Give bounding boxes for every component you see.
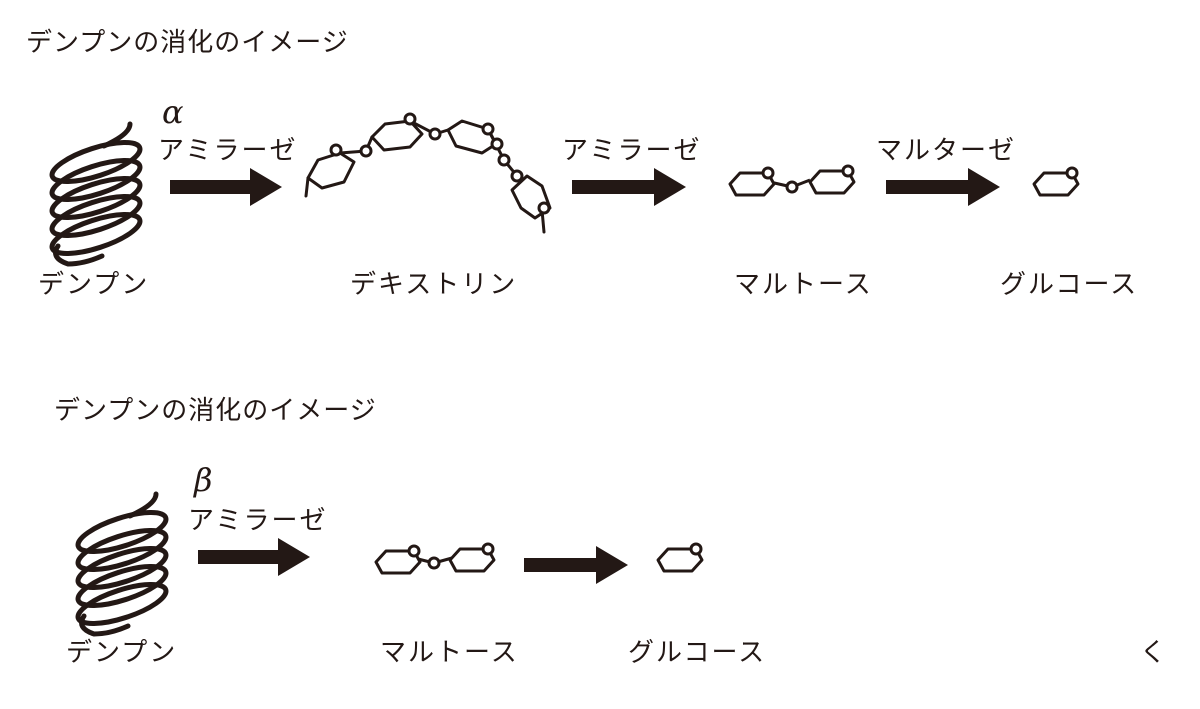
glucose-molecule-2 xyxy=(656,542,704,573)
arrow-2 xyxy=(572,168,686,206)
label-glucose-1: グルコース xyxy=(1000,270,1139,300)
enzyme-maltase: マルターゼ xyxy=(876,136,1017,166)
arrow-4 xyxy=(198,538,310,576)
glucose-molecule-1 xyxy=(1032,166,1080,197)
label-maltose-2: マルトース xyxy=(380,638,519,668)
beta-symbol: β xyxy=(194,461,213,499)
dextrin-bond-dots xyxy=(329,112,551,215)
alpha-symbol: α xyxy=(162,93,184,131)
maltose-molecule-2 xyxy=(374,542,496,575)
arrow-5 xyxy=(524,546,628,584)
label-dextrin: デキストリン xyxy=(350,270,518,300)
diagram2-title: デンプンの消化のイメージ xyxy=(54,396,377,426)
diagram1-title: デンプンの消化のイメージ xyxy=(26,28,349,58)
label-maltose-1: マルトース xyxy=(734,270,873,300)
enzyme-amylase-beta: アミラーゼ xyxy=(188,506,328,536)
label-starch-1: デンプン xyxy=(38,270,150,300)
arrow-3 xyxy=(886,168,1000,206)
maltose-molecule-1 xyxy=(728,164,856,197)
edge-text-fragment: く xyxy=(1140,638,1169,668)
enzyme-amylase-2: アミラーゼ xyxy=(562,136,702,166)
starch-coil-2 xyxy=(74,494,170,634)
enzyme-amylase-1: アミラーゼ xyxy=(158,136,298,166)
arrow-1 xyxy=(170,168,282,206)
label-glucose-2: グルコース xyxy=(628,638,767,668)
starch-coil-1 xyxy=(48,124,144,264)
label-starch-2: デンプン xyxy=(66,638,178,668)
